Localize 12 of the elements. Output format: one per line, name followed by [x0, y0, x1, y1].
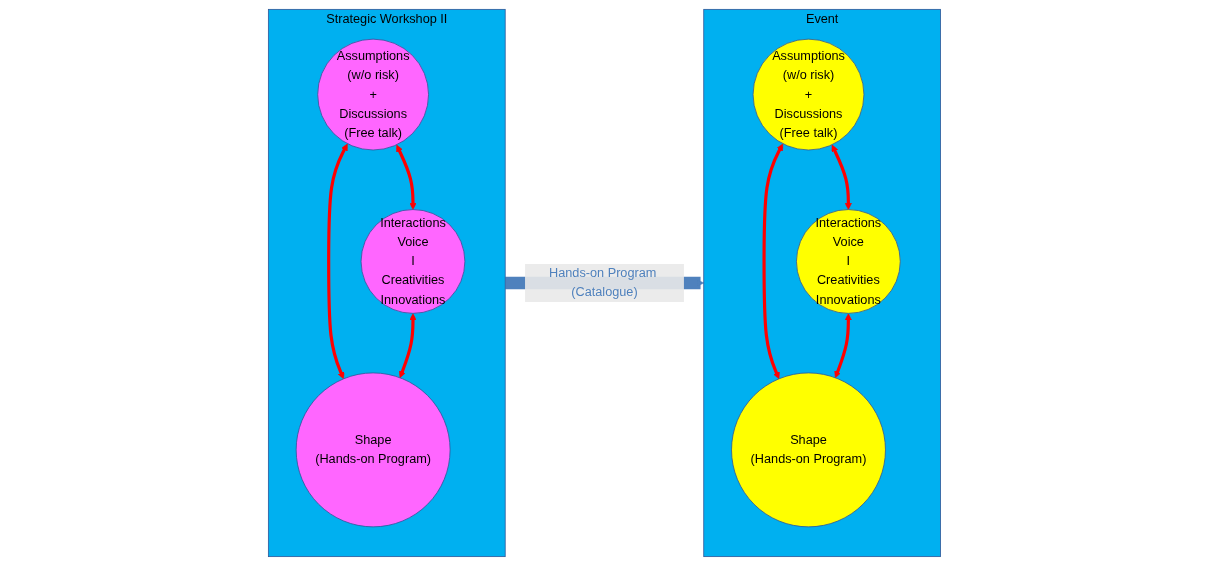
arrow: [831, 144, 852, 210]
node-circle: Shape (Hands-on Program): [295, 372, 450, 527]
edge-label: Hands-on Program (Catalogue): [548, 265, 656, 299]
arrow: [326, 143, 348, 379]
node-circle: Assumptions (w/o risk) + Discussions (Free talk): [316, 38, 429, 150]
node-circle: Shape (Hands-on Program): [730, 372, 886, 527]
arrow: [395, 144, 416, 210]
node-circle: Interactions Voice I Creativities Innovations: [795, 208, 901, 314]
node-circle: Interactions Voice I Creativities Innovations: [360, 208, 465, 314]
arrow: [833, 312, 852, 378]
node-circle: Assumptions (w/o risk) + Discussions (Free talk): [752, 38, 864, 150]
arrow: [762, 143, 783, 379]
